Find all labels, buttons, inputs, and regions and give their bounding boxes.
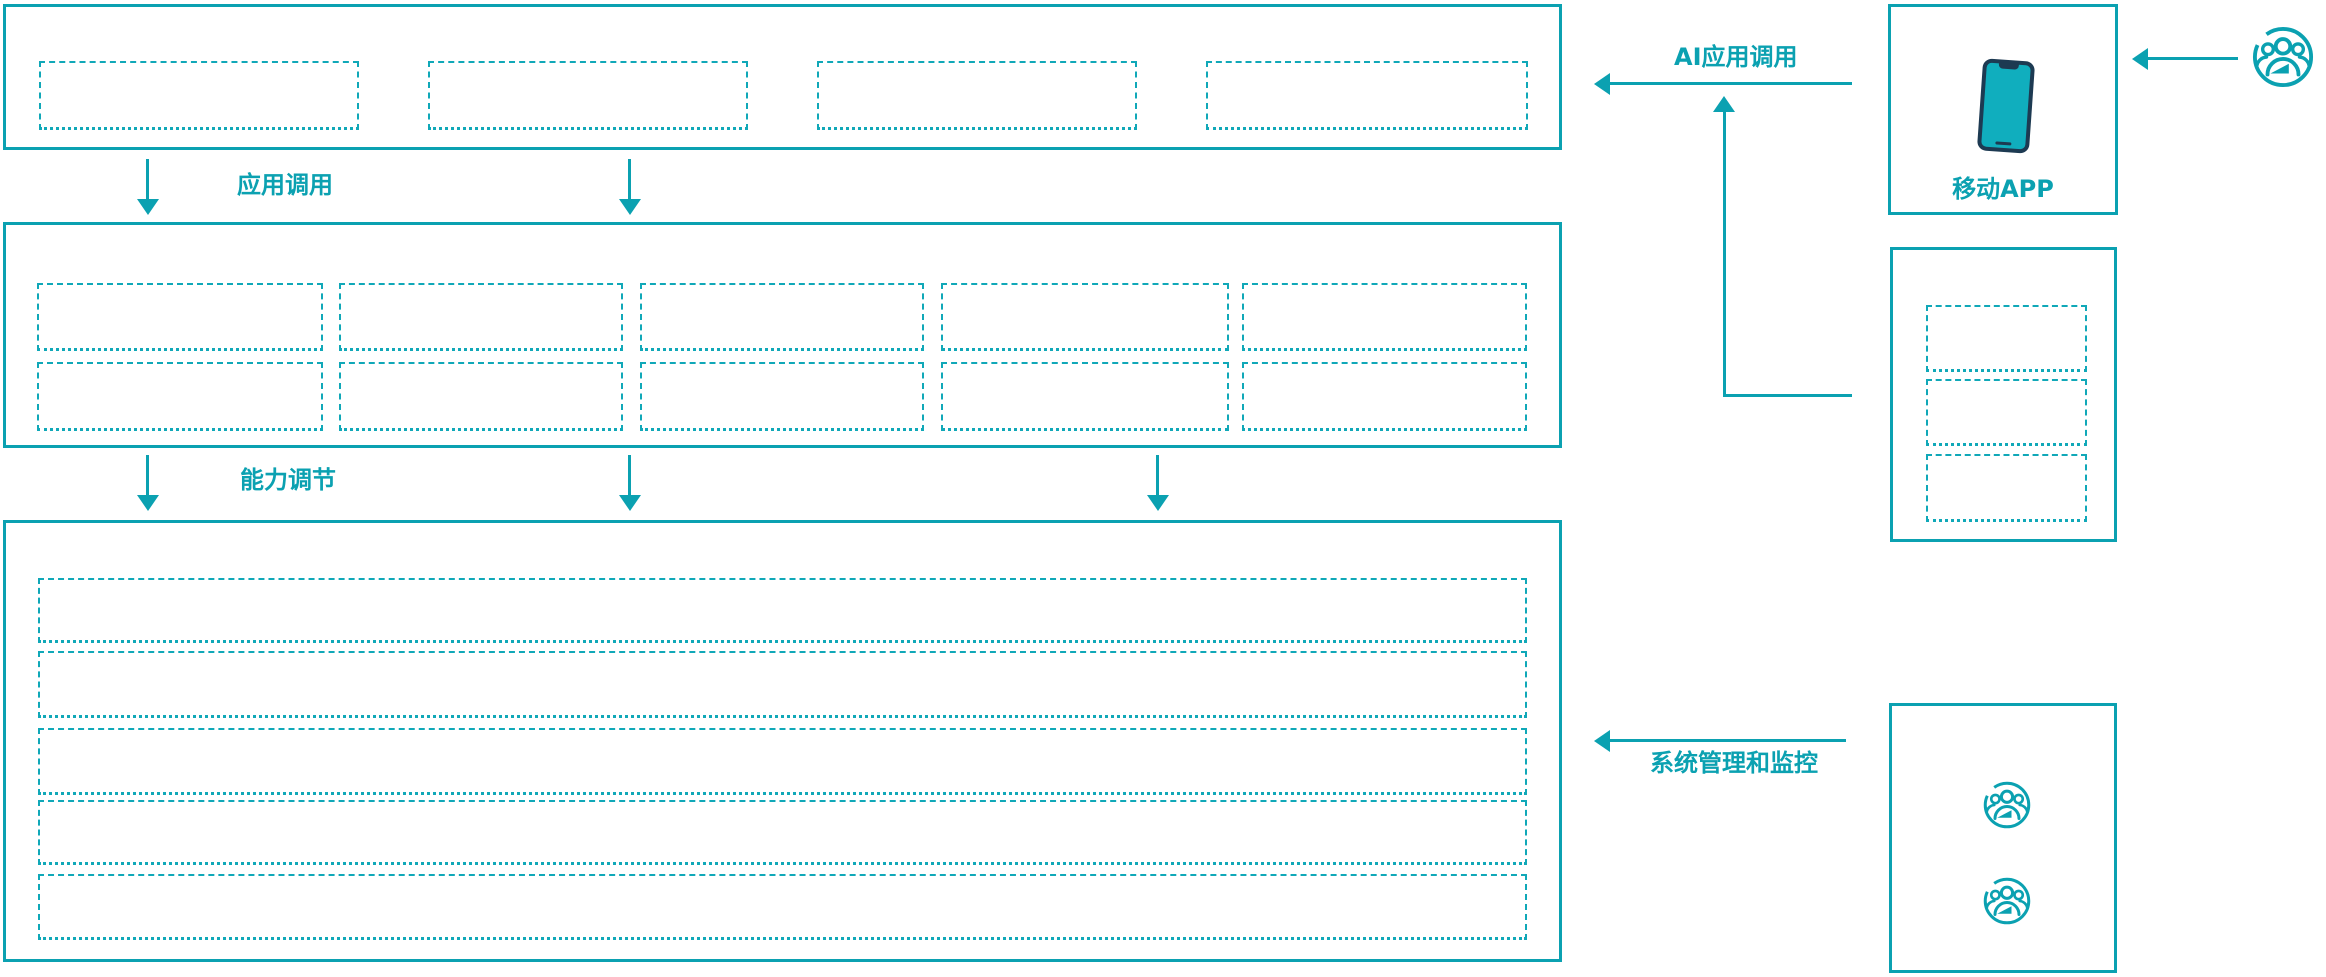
capability-placeholder-box	[1242, 283, 1527, 351]
smartphone-icon	[1976, 58, 2036, 154]
users-group-icon	[1983, 877, 2031, 925]
platform-placeholder-row	[38, 578, 1527, 643]
capability-placeholder-box	[37, 362, 323, 431]
capability-placeholder-box	[339, 283, 623, 351]
capability-placeholder-box	[339, 362, 623, 431]
capability-adjust-label: 能力调节	[240, 466, 336, 494]
platform-placeholder-row	[38, 728, 1527, 795]
app-call-label: 应用调用	[237, 171, 333, 199]
system-management-label: 系统管理和监控	[1650, 749, 1818, 777]
users-group-icon	[2252, 26, 2314, 88]
capability-placeholder-box	[640, 362, 924, 431]
module-placeholder-box	[1926, 454, 2087, 522]
mobile-app-panel: 移动APP	[1888, 4, 2118, 215]
capability-placeholder-box	[640, 283, 924, 351]
capability-layer-panel	[3, 222, 1562, 448]
application-placeholder-box	[1206, 61, 1528, 130]
application-placeholder-box	[39, 61, 359, 130]
platform-placeholder-row	[38, 651, 1527, 718]
ai-app-call-label: AI应用调用	[1674, 43, 1798, 71]
operators-panel	[1889, 703, 2117, 973]
platform-placeholder-row	[38, 800, 1527, 865]
application-placeholder-box	[817, 61, 1137, 130]
mobile-app-label: 移动APP	[1952, 175, 2054, 203]
capability-placeholder-box	[1242, 362, 1527, 431]
users-group-icon	[1983, 781, 2031, 829]
application-layer-panel	[3, 4, 1562, 150]
platform-layer-panel	[3, 520, 1562, 962]
application-placeholder-box	[428, 61, 748, 130]
admin-modules-panel	[1890, 247, 2117, 542]
capability-placeholder-box	[941, 283, 1229, 351]
module-placeholder-box	[1926, 305, 2087, 372]
module-placeholder-box	[1926, 379, 2087, 446]
platform-placeholder-row	[38, 874, 1527, 940]
capability-placeholder-box	[37, 283, 323, 351]
capability-placeholder-box	[941, 362, 1229, 431]
